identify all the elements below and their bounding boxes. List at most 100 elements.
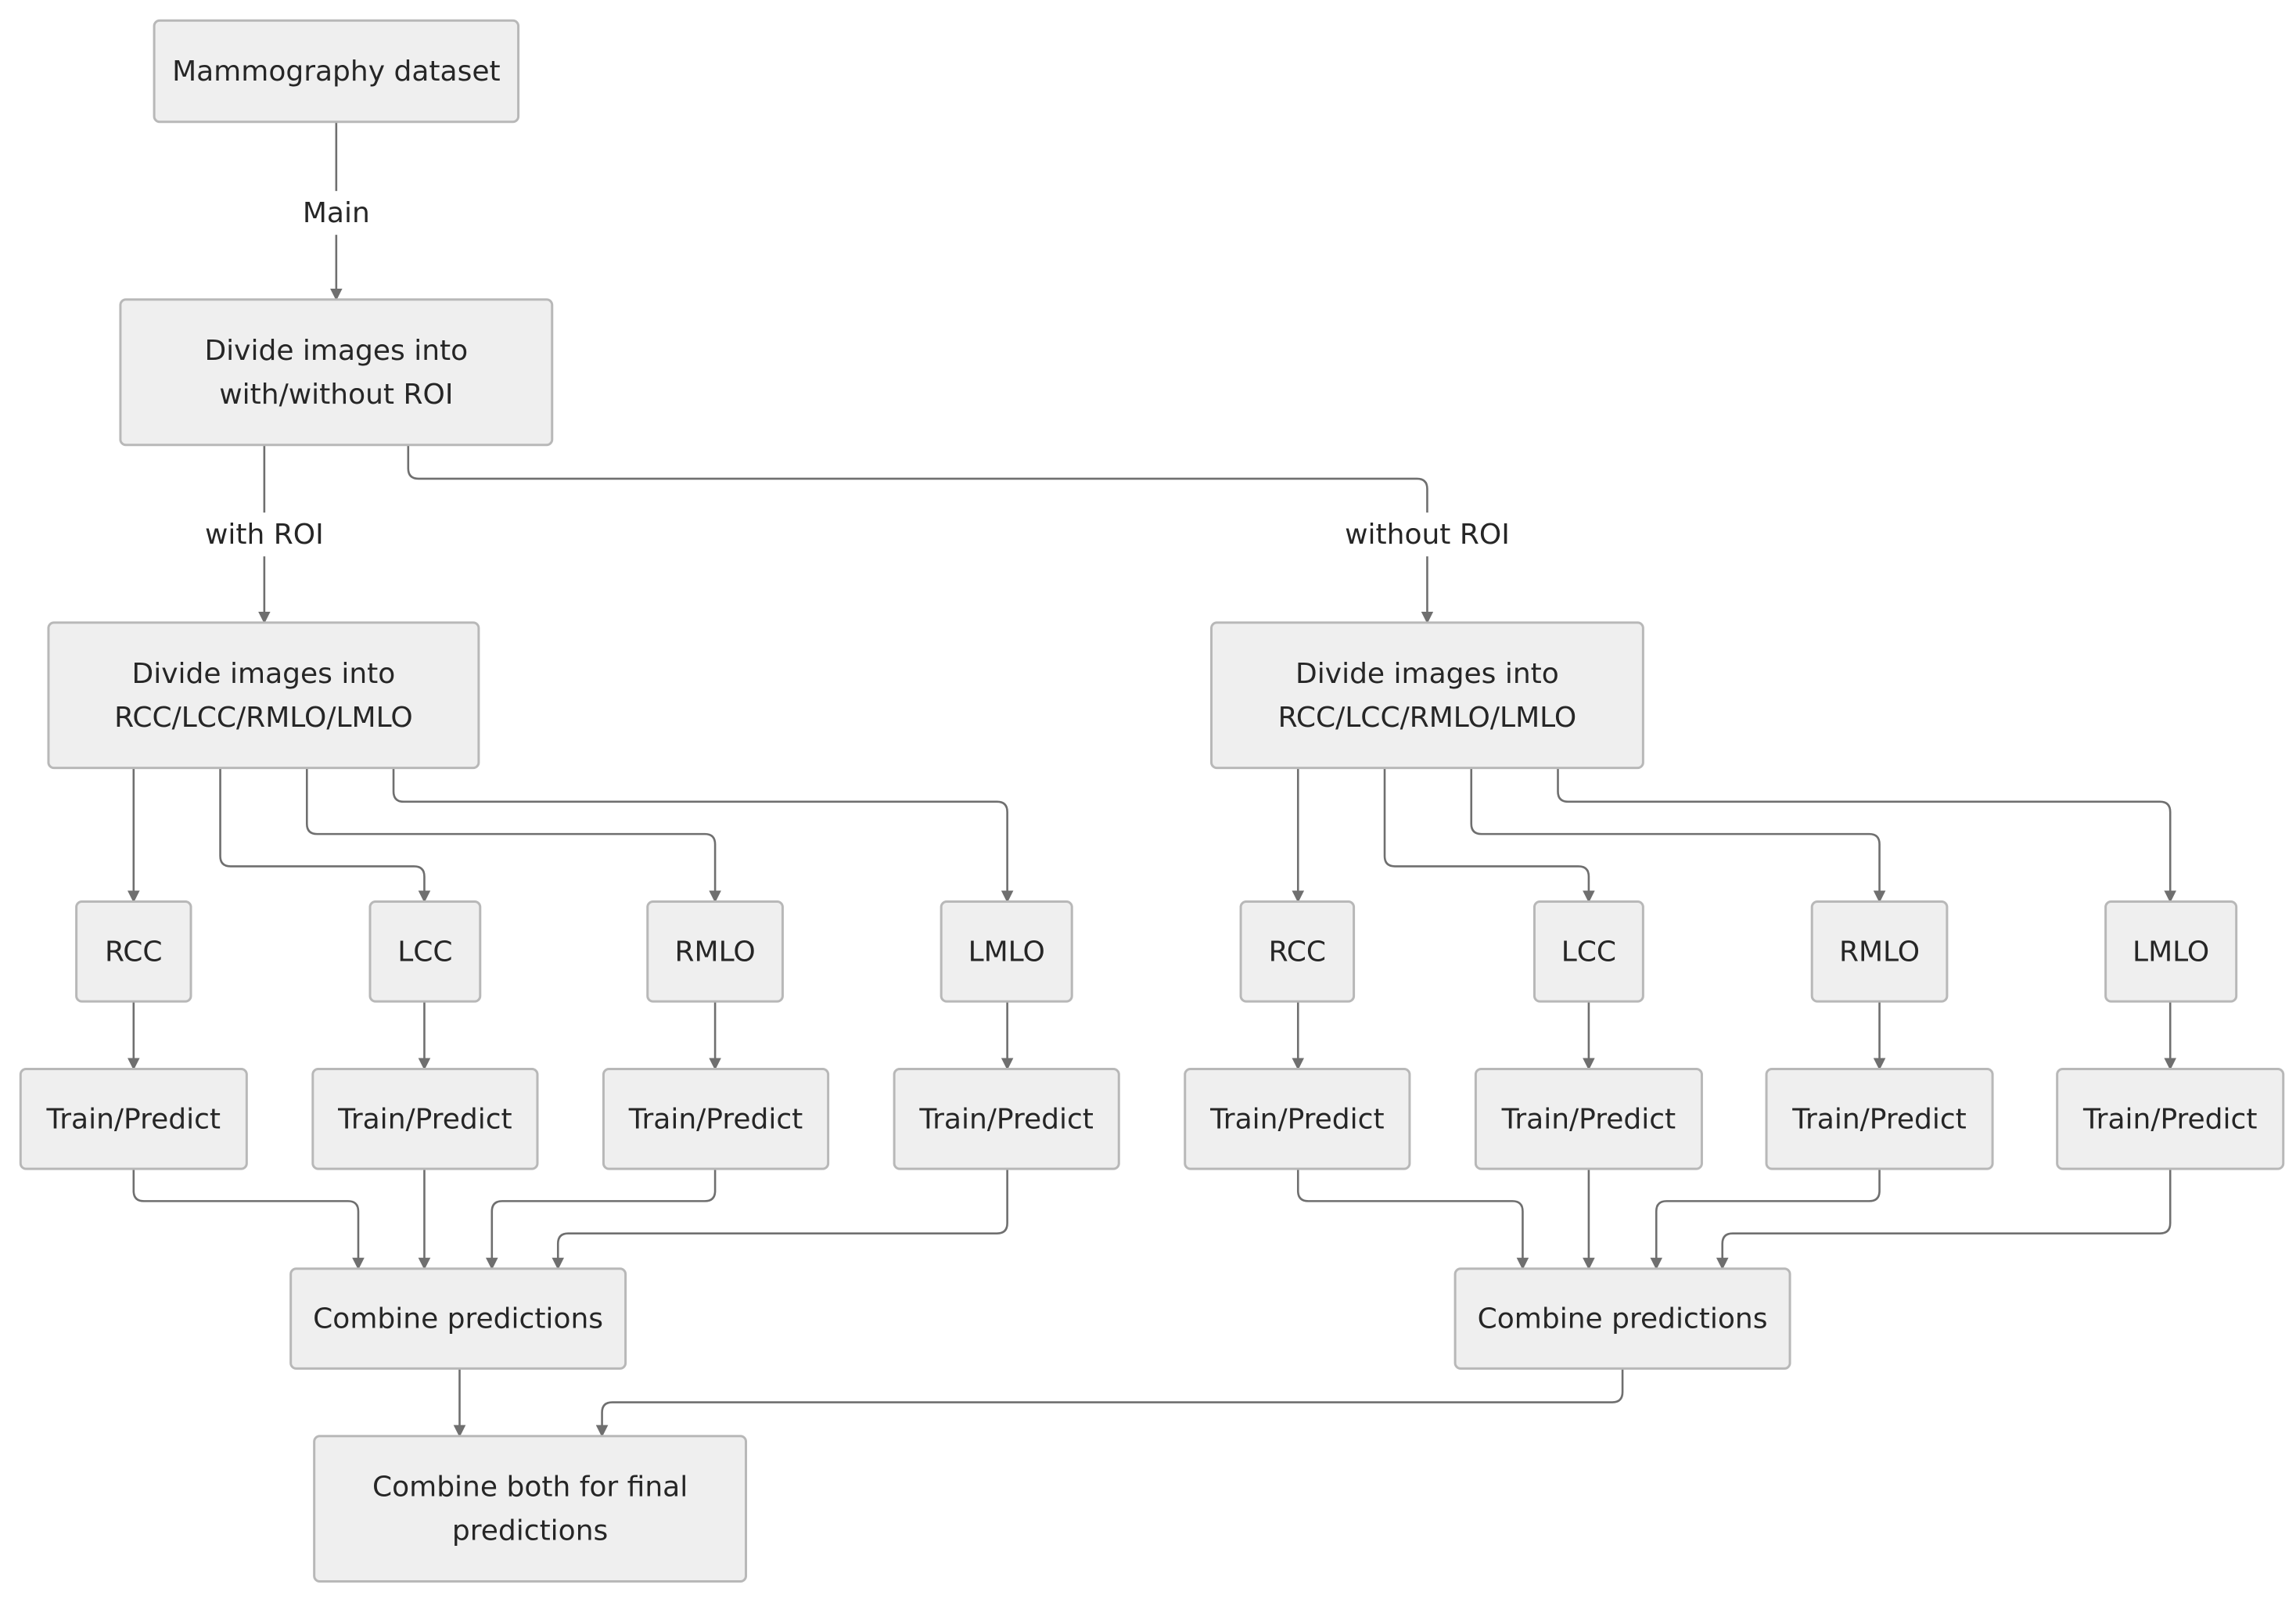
edge-label: Main: [303, 197, 370, 229]
node-right-rcc: RCC: [1239, 900, 1356, 1003]
node-final: Combine both for final predictions: [313, 1435, 748, 1583]
node-right-lmlo: LMLO: [2104, 900, 2238, 1003]
edges: [128, 121, 2177, 1438]
edge-right_tp_lmlo-to-right_combine: [1716, 1169, 2172, 1270]
node-label: RMLO: [675, 936, 756, 968]
edge-label: without ROI: [1345, 519, 1510, 551]
edge-line: [132, 1169, 365, 1270]
node-box: [1239, 900, 1356, 1003]
edge-label: with ROI: [205, 519, 324, 551]
node-label: LCC: [397, 936, 452, 968]
node-label: predictions: [452, 1515, 608, 1547]
node-label: LCC: [1561, 936, 1616, 968]
node-label: RCC: [105, 936, 163, 968]
node-box: [311, 1067, 539, 1170]
node-box: [289, 1267, 627, 1370]
edge-line: [305, 767, 721, 904]
edge-right_divide-to-right_lmlo: [1557, 767, 2177, 904]
node-label: Combine both for final: [372, 1471, 688, 1504]
node-box: [1474, 1067, 1703, 1170]
node-label: Train/Predict: [1791, 1103, 1967, 1135]
node-right-rmlo: RMLO: [1810, 900, 1949, 1003]
node-label: Divide images into: [132, 658, 396, 690]
node-label: with/without ROI: [219, 379, 453, 411]
node-box: [153, 19, 520, 124]
node-label: RCC/LCC/RMLO/LMLO: [1278, 702, 1577, 734]
edge-line: [552, 1169, 1008, 1270]
node-box: [646, 900, 784, 1003]
node-box: [1810, 900, 1949, 1003]
node-box: [1765, 1067, 1994, 1170]
edge-label-background: [1323, 512, 1532, 557]
node-left-rmlo: RMLO: [646, 900, 784, 1003]
node-box: [313, 1435, 748, 1583]
node-left-lmlo: LMLO: [940, 900, 1073, 1003]
edge-line: [407, 444, 1434, 624]
node-label: Divide images into: [204, 335, 468, 367]
node-label: Train/Predict: [46, 1103, 221, 1135]
node-box: [602, 1067, 830, 1170]
edge-left_divide-to-left_lcc: [219, 767, 431, 904]
node-label: Train/Predict: [337, 1103, 512, 1135]
edge-left_tp_rmlo-to-left_combine: [485, 1169, 717, 1270]
edge-line: [392, 767, 1014, 904]
edge-left_divide-to-left_lmlo: [392, 767, 1014, 904]
node-box: [2056, 1067, 2285, 1170]
edge-line: [1557, 767, 2177, 904]
node-label: Train/Predict: [918, 1103, 1094, 1135]
node-label: Train/Predict: [628, 1103, 803, 1135]
node-label: RMLO: [1839, 936, 1920, 968]
edge-line: [1716, 1169, 2172, 1270]
edge-line: [1650, 1169, 1881, 1270]
node-label: RCC: [1269, 936, 1327, 968]
edge-line: [1470, 767, 1886, 904]
node-box: [893, 1067, 1120, 1170]
node-left-tp-lmlo: Train/Predict: [893, 1067, 1120, 1170]
edge-right_divide-to-right_lcc: [1383, 767, 1595, 904]
edge-divide_roi-to-right_divide: [407, 444, 1434, 624]
edge-line: [219, 767, 431, 904]
edge-right_combine-to-final: [595, 1368, 1624, 1438]
node-right-tp-rmlo: Train/Predict: [1765, 1067, 1994, 1170]
node-label: RCC/LCC/RMLO/LMLO: [114, 702, 413, 734]
node-label: LMLO: [2133, 936, 2209, 968]
node-divide-roi: Divide images into with/without ROI: [119, 298, 554, 447]
node-box: [1453, 1267, 1791, 1370]
edge-line: [1296, 1169, 1529, 1270]
edge-label-background: [185, 512, 343, 557]
node-right-tp-lcc: Train/Predict: [1474, 1067, 1703, 1170]
node-box: [368, 900, 482, 1003]
node-label: Train/Predict: [2082, 1103, 2258, 1135]
edge-left_tp_lmlo-to-left_combine: [552, 1169, 1008, 1270]
edge-left_divide-to-left_rmlo: [305, 767, 721, 904]
node-box: [75, 900, 192, 1003]
edge-right_divide-to-right_rmlo: [1470, 767, 1886, 904]
node-left-rcc: RCC: [75, 900, 192, 1003]
node-right-lcc: LCC: [1532, 900, 1644, 1003]
node-box: [2104, 900, 2238, 1003]
node-left-tp-rcc: Train/Predict: [19, 1067, 248, 1170]
node-box: [1184, 1067, 1411, 1170]
edge-right_tp_rcc-to-right_combine: [1296, 1169, 1529, 1270]
node-label: Combine predictions: [313, 1303, 603, 1335]
edge-label-background: [292, 191, 380, 235]
edge-line: [595, 1368, 1624, 1438]
node-dataset: Mammography dataset: [153, 19, 520, 124]
node-right-tp-lmlo: Train/Predict: [2056, 1067, 2285, 1170]
node-box: [119, 298, 554, 447]
node-right-combine: Combine predictions: [1453, 1267, 1791, 1370]
node-label: Mammography dataset: [172, 56, 501, 88]
node-label: LMLO: [968, 936, 1045, 968]
node-box: [47, 621, 480, 770]
node-left-combine: Combine predictions: [289, 1267, 627, 1370]
node-label: Train/Predict: [1209, 1103, 1385, 1135]
edge-labels: Main with ROI without ROI: [185, 191, 1532, 557]
node-label: Combine predictions: [1478, 1303, 1768, 1335]
node-right-tp-rcc: Train/Predict: [1184, 1067, 1411, 1170]
node-box: [1532, 900, 1644, 1003]
edge-line: [1383, 767, 1595, 904]
node-left-lcc: LCC: [368, 900, 482, 1003]
